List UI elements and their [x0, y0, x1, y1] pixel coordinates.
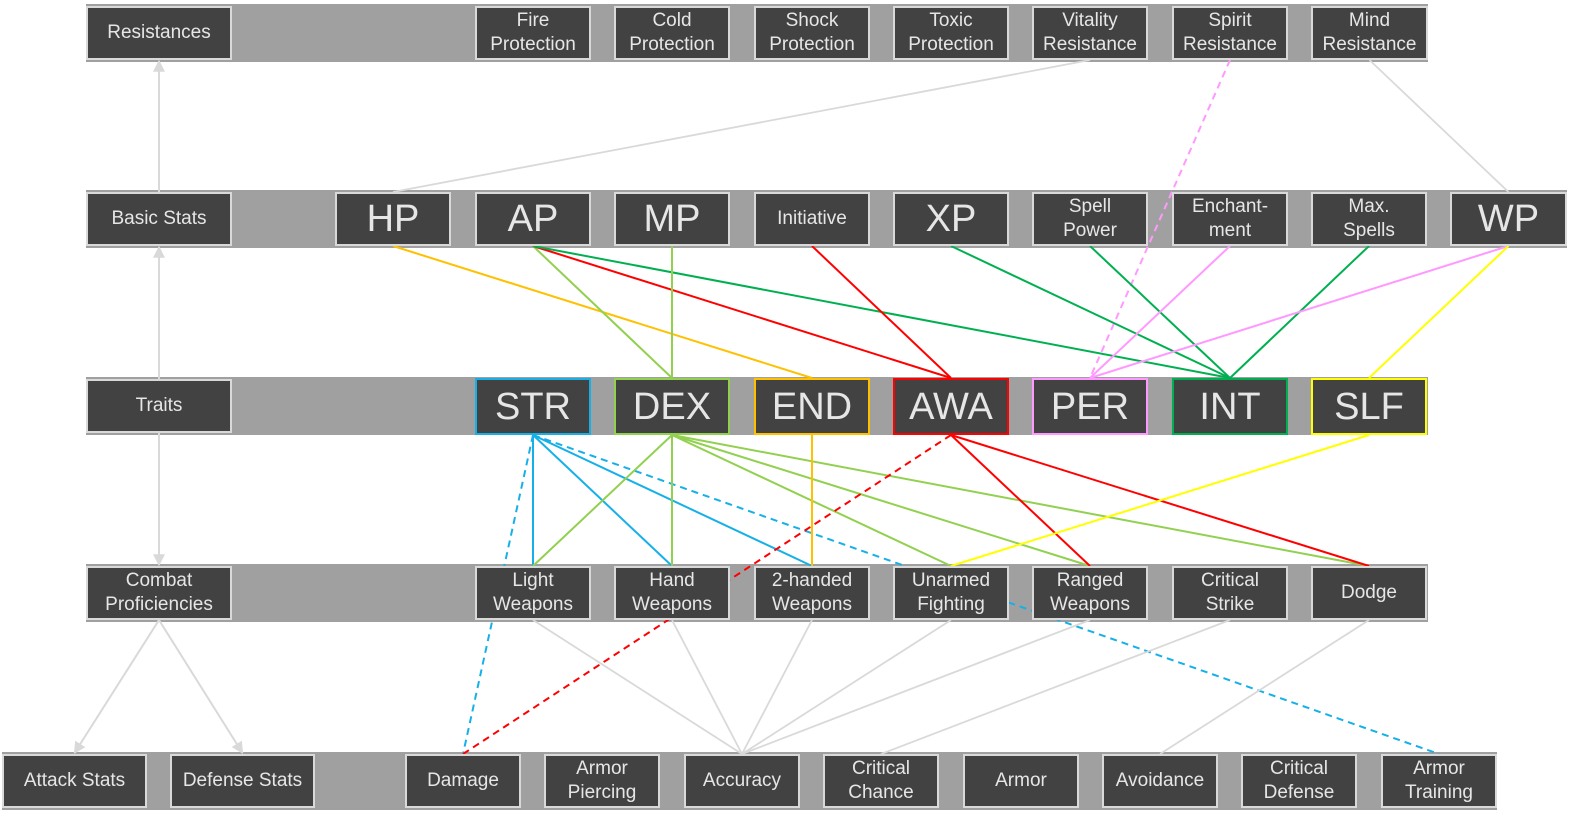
node-accuracy[interactable]: Accuracy [684, 754, 800, 808]
node-vitality-resistance[interactable]: Vitality Resistance [1032, 6, 1148, 60]
node-wp[interactable]: WP [1450, 192, 1567, 246]
trait-int[interactable]: INT [1172, 378, 1288, 435]
node-light-weapons[interactable]: Light Weapons [475, 566, 591, 620]
node-hp[interactable]: HP [335, 192, 451, 246]
node-2-handed-weapons[interactable]: 2-handed Weapons [754, 566, 870, 620]
node-dodge[interactable]: Dodge [1311, 566, 1427, 620]
node-critical-defense[interactable]: Critical Defense [1241, 754, 1357, 808]
trait-awa[interactable]: AWA [893, 378, 1009, 435]
node-armor[interactable]: Armor [963, 754, 1079, 808]
node-max-spells[interactable]: Max. Spells [1311, 192, 1427, 246]
category-attack-stats[interactable]: Attack Stats [2, 754, 147, 808]
node-avoidance[interactable]: Avoidance [1102, 754, 1218, 808]
node-armor-training[interactable]: Armor Training [1381, 754, 1497, 808]
category-combat-proficiencies[interactable]: Combat Proficiencies [86, 566, 232, 620]
category-traits[interactable]: Traits [86, 379, 232, 433]
node-critical-strike[interactable]: Critical Strike [1172, 566, 1288, 620]
node-unarmed-fighting[interactable]: Unarmed Fighting [893, 566, 1009, 620]
node-ranged-weapons[interactable]: Ranged Weapons [1032, 566, 1148, 620]
trait-slf[interactable]: SLF [1311, 378, 1427, 435]
node-toxic-protection[interactable]: Toxic Protection [893, 6, 1009, 60]
node-hand-weapons[interactable]: Hand Weapons [614, 566, 730, 620]
trait-per[interactable]: PER [1032, 378, 1148, 435]
node-mind-resistance[interactable]: Mind Resistance [1311, 6, 1428, 60]
node-xp[interactable]: XP [893, 192, 1009, 246]
node-ap[interactable]: AP [475, 192, 591, 246]
trait-str[interactable]: STR [475, 378, 591, 435]
node-critical-chance[interactable]: Critical Chance [823, 754, 939, 808]
node-shock-protection[interactable]: Shock Protection [754, 6, 870, 60]
node-enchantment[interactable]: Enchant- ment [1172, 192, 1288, 246]
node-initiative[interactable]: Initiative [754, 192, 870, 246]
node-mp[interactable]: MP [614, 192, 730, 246]
category-resistances[interactable]: Resistances [86, 6, 232, 60]
category-defense-stats[interactable]: Defense Stats [170, 754, 315, 808]
node-spell-power[interactable]: Spell Power [1032, 192, 1148, 246]
node-cold-protection[interactable]: Cold Protection [614, 6, 730, 60]
node-fire-protection[interactable]: Fire Protection [475, 6, 591, 60]
node-spirit-resistance[interactable]: Spirit Resistance [1172, 6, 1288, 60]
trait-dex[interactable]: DEX [614, 378, 730, 435]
trait-end[interactable]: END [754, 378, 870, 435]
node-armor-piercing[interactable]: Armor Piercing [544, 754, 660, 808]
category-basic-stats[interactable]: Basic Stats [86, 192, 232, 246]
node-damage[interactable]: Damage [405, 754, 521, 808]
